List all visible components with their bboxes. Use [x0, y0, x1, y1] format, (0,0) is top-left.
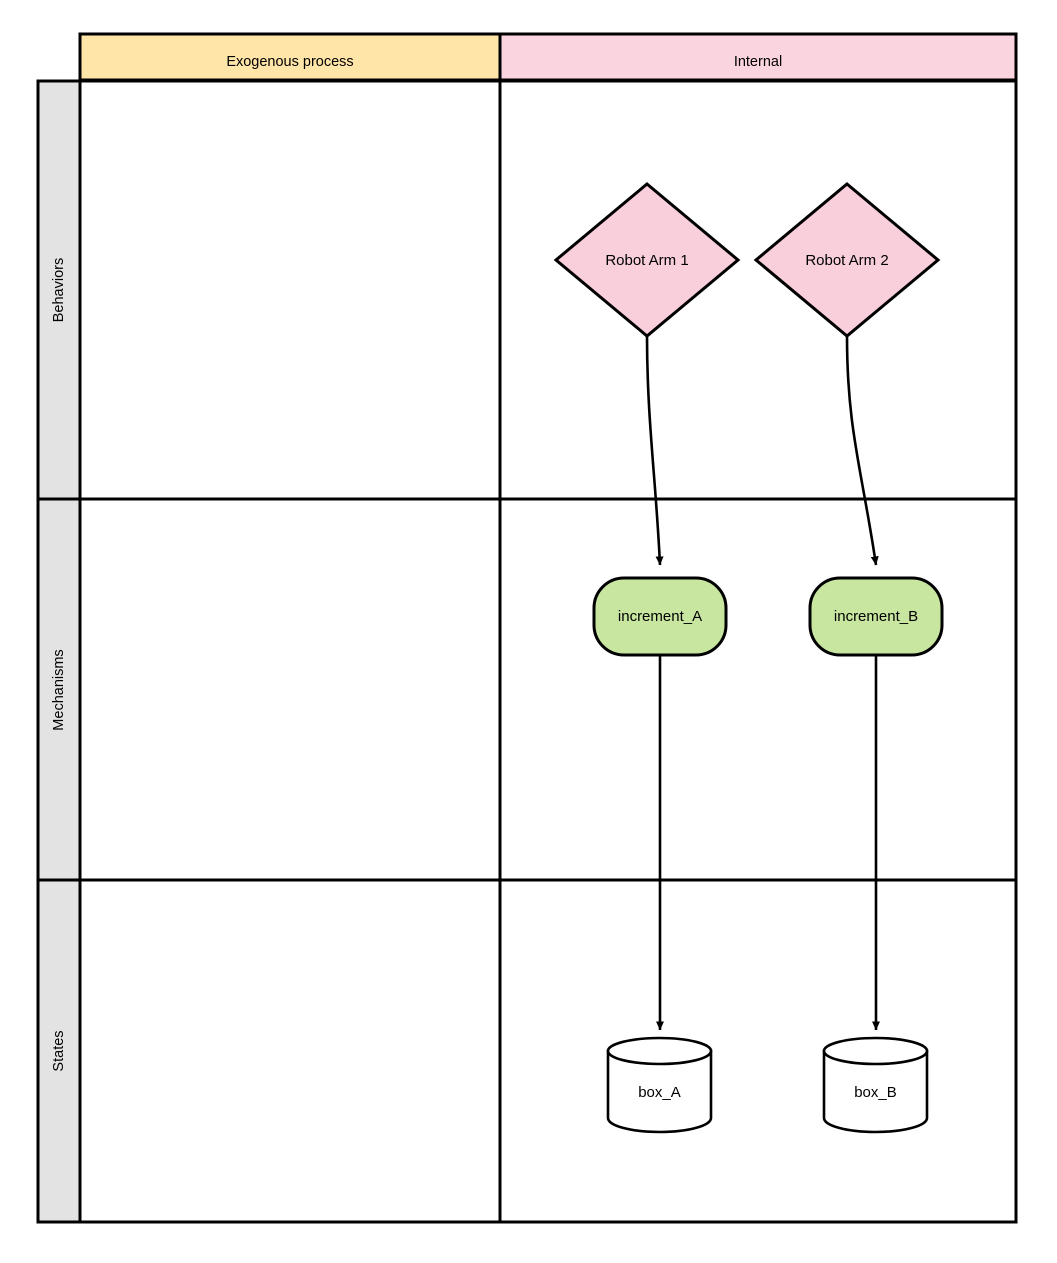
node-box-b-body [822, 1049, 929, 1134]
node-robot-arm-2-label: Robot Arm 2 [805, 252, 888, 269]
column-header-internal-bg [498, 32, 1018, 82]
node-increment-b[interactable]: increment_B [808, 576, 944, 657]
row-header-states[interactable]: States [36, 878, 82, 1224]
column-header-exogenous-bg [78, 32, 502, 82]
node-robot-arm-2-shape [753, 182, 941, 338]
node-box-b[interactable]: box_B [822, 1036, 929, 1134]
column-header-exogenous[interactable]: Exogenous process [78, 32, 502, 82]
edge-arm2-increment-b [845, 335, 879, 566]
node-increment-b-shape [808, 576, 944, 657]
row-header-behaviors[interactable]: Behaviors [36, 79, 82, 501]
edge-arm1-increment-a [645, 335, 664, 566]
node-increment-a-shape [592, 576, 728, 657]
node-increment-b-label: increment_B [834, 608, 918, 625]
row-header-mechanisms[interactable]: Mechanisms [36, 497, 82, 882]
row-header-behaviors-label: Behaviors [51, 258, 67, 322]
node-robot-arm-1-label: Robot Arm 1 [605, 252, 688, 269]
node-increment-a[interactable]: increment_A [592, 576, 728, 657]
row-header-states-label: States [51, 1030, 67, 1071]
node-box-b-label: box_B [854, 1084, 897, 1101]
node-box-b-top [822, 1036, 929, 1066]
node-box-a[interactable]: box_A [606, 1036, 713, 1134]
node-increment-a-label: increment_A [618, 608, 702, 625]
node-box-a-top [606, 1036, 713, 1066]
node-box-a-body [606, 1049, 713, 1134]
row-header-states-bg [36, 878, 82, 1224]
node-robot-arm-2[interactable]: Robot Arm 2 [753, 182, 941, 338]
row-header-mechanisms-label: Mechanisms [51, 649, 67, 730]
column-header-internal-label: Internal [734, 54, 782, 70]
row-header-behaviors-bg [36, 79, 82, 501]
cell-states-internal [498, 878, 1018, 1224]
column-header-exogenous-label: Exogenous process [226, 54, 353, 70]
node-box-a-label: box_A [638, 1084, 681, 1101]
node-robot-arm-1[interactable]: Robot Arm 1 [553, 182, 741, 338]
node-robot-arm-1-shape [553, 182, 741, 338]
column-header-internal[interactable]: Internal [498, 32, 1018, 82]
